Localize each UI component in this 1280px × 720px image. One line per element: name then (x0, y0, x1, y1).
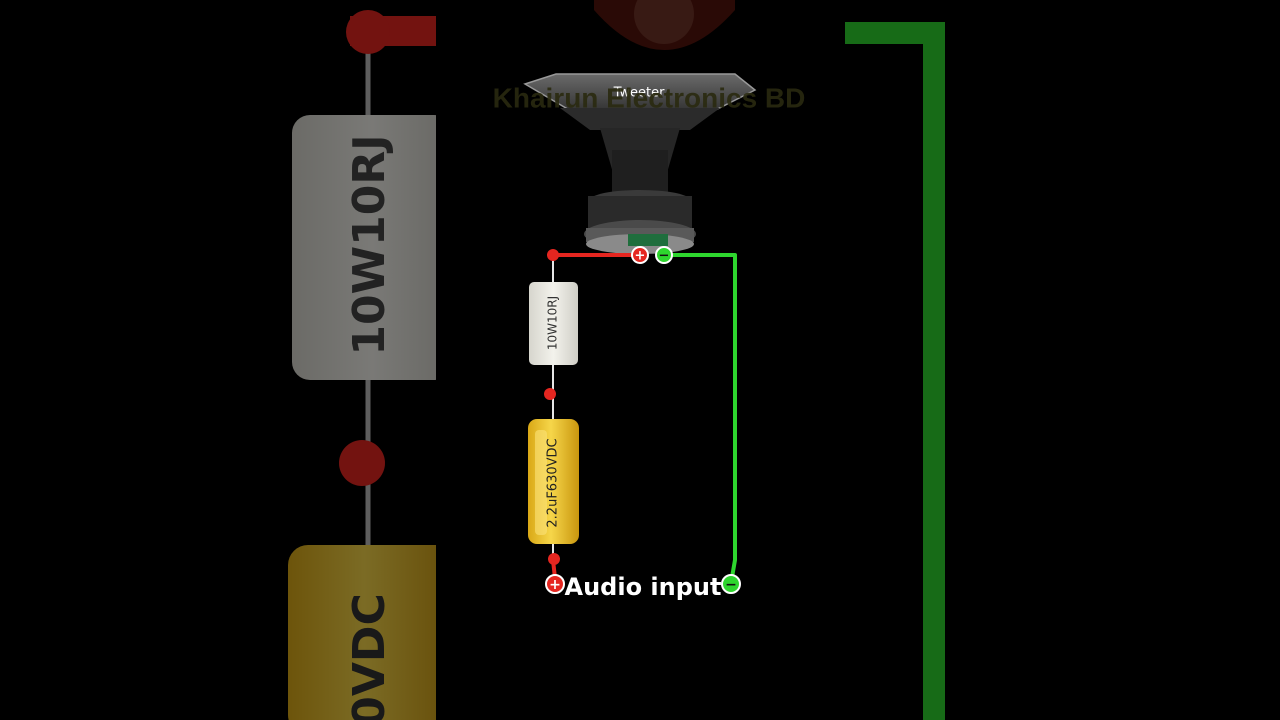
zoom-junction-dot (339, 440, 385, 486)
background-zoom-right (845, 22, 945, 720)
tweeter-negative-terminal: − (655, 246, 673, 264)
zoom-resistor-body (292, 115, 436, 380)
zoom-capacitor-label: 0VDC (344, 593, 395, 720)
resistor-label: 10W10RJ (546, 296, 560, 350)
input-positive-terminal: + (545, 574, 565, 594)
zoom-resistor-label: 10W10RJ (344, 134, 395, 355)
junction-dot (548, 553, 560, 565)
tweeter (523, 73, 757, 254)
junction-dot (544, 388, 556, 400)
resistor-body (529, 282, 578, 365)
junction-dot (547, 249, 559, 261)
audio-input-label: Audio input (565, 573, 722, 601)
watermark-text: Khairun Electronics BD (493, 82, 806, 113)
tweeter-label: Tweeter (613, 86, 666, 101)
zoom-junction-dot (346, 10, 390, 54)
input-negative-terminal: − (721, 574, 741, 594)
plus-symbol: + (635, 249, 646, 264)
negative-wire (664, 253, 737, 584)
watermark-logo (594, 0, 735, 50)
zoom-negative-wire (845, 22, 945, 720)
minus-symbol: − (659, 249, 670, 264)
minus-symbol: − (725, 577, 737, 593)
plus-symbol: + (549, 577, 561, 593)
capacitor-label: 2.2uF630VDC (546, 438, 561, 527)
background-zoom-left: 10W10RJ 0VDC (288, 10, 436, 720)
tweeter-positive-terminal: + (631, 246, 649, 264)
zoom-capacitor-body (288, 545, 436, 720)
